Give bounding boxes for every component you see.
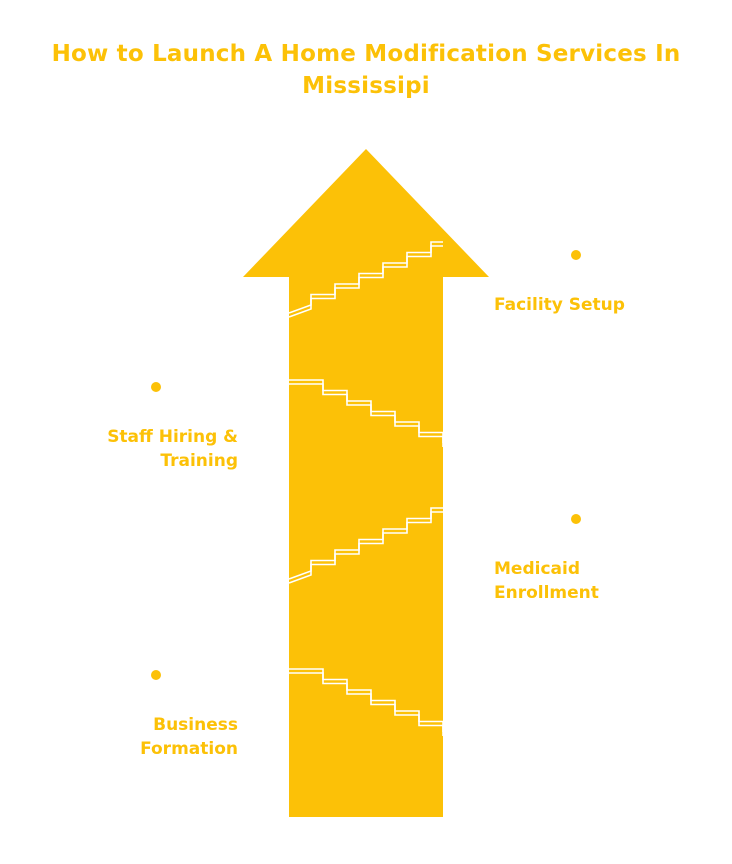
step-label-facility-setup: Facility Setup: [494, 295, 625, 315]
staircase-medicaid: [288, 507, 443, 584]
step-label-staff-hiring: Staff Hiring & Training: [107, 427, 238, 471]
stair-line-upper: [288, 507, 443, 580]
step-dot-business-formation: [151, 670, 161, 680]
stair-line-lower: [288, 511, 443, 584]
stair-line-lower: [289, 672, 444, 736]
step-label-business-formation: Business Formation: [140, 715, 238, 759]
step-dot-medicaid-enrollment: [571, 514, 581, 524]
stair-line-lower: [288, 245, 443, 318]
step-dot-staff-hiring: [151, 382, 161, 392]
step-dot-facility-setup: [571, 250, 581, 260]
staircase-formation: [289, 668, 444, 736]
step-label-medicaid-enrollment: Medicaid Enrollment: [494, 559, 599, 603]
staircase-facility: [288, 241, 443, 318]
upward-arrow: [243, 149, 489, 817]
diagram-title: How to Launch A Home Modification Servic…: [51, 41, 681, 99]
stair-line-upper: [288, 241, 443, 314]
stair-line-lower: [289, 383, 444, 447]
staircase-staff: [289, 379, 444, 447]
